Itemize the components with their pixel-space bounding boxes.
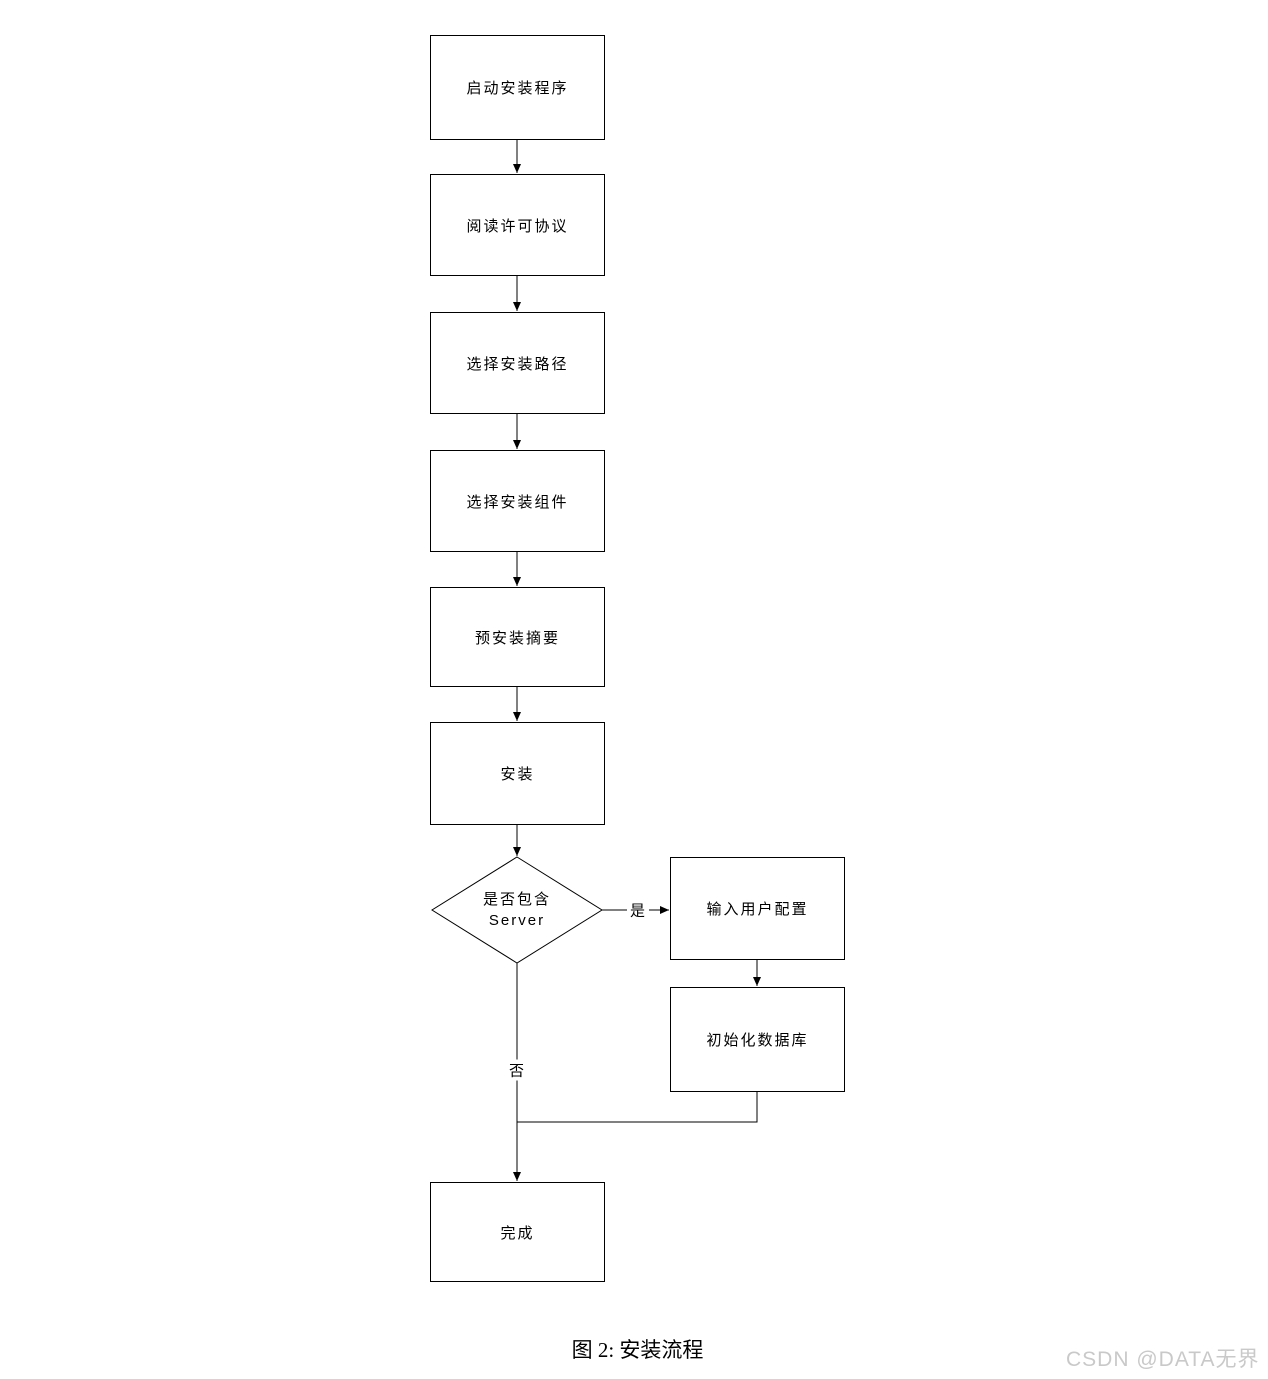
edge-initdb-merge bbox=[517, 1092, 758, 1123]
node-start: 启动安装程序 bbox=[430, 35, 605, 140]
node-init-database-label: 初始化数据库 bbox=[706, 1032, 809, 1049]
node-user-config-label: 输入用户配置 bbox=[706, 901, 809, 918]
node-preinstall-summary: 预安装摘要 bbox=[430, 587, 605, 687]
node-install: 安装 bbox=[430, 722, 605, 825]
node-license-label: 阅读许可协议 bbox=[466, 217, 569, 235]
watermark-text: CSDN @DATA无界 bbox=[1066, 1348, 1260, 1371]
edge-label-no: 否 bbox=[505, 1059, 529, 1081]
node-finish-label: 完成 bbox=[500, 1224, 535, 1242]
node-init-database: 初始化数据库 bbox=[670, 987, 845, 1092]
node-start-label: 启动安装程序 bbox=[466, 80, 569, 97]
edge-label-yes: 是 bbox=[626, 899, 650, 921]
node-decision-include-server: 是否包含 Server bbox=[447, 878, 587, 942]
node-decision-label-line2: Server bbox=[488, 912, 546, 929]
node-license: 阅读许可协议 bbox=[430, 174, 605, 276]
node-install-path-label: 选择安装路径 bbox=[466, 355, 569, 373]
node-finish: 完成 bbox=[430, 1182, 605, 1282]
node-components-label: 选择安装组件 bbox=[466, 493, 569, 511]
node-preinstall-summary-label: 预安装摘要 bbox=[474, 629, 560, 647]
node-components: 选择安装组件 bbox=[430, 450, 605, 552]
node-user-config: 输入用户配置 bbox=[670, 857, 845, 960]
node-install-path: 选择安装路径 bbox=[430, 312, 605, 414]
node-decision-label-line1: 是否包含 bbox=[482, 891, 551, 908]
figure-caption: 图 2: 安装流程 bbox=[571, 1338, 704, 1362]
node-install-label: 安装 bbox=[500, 766, 535, 783]
